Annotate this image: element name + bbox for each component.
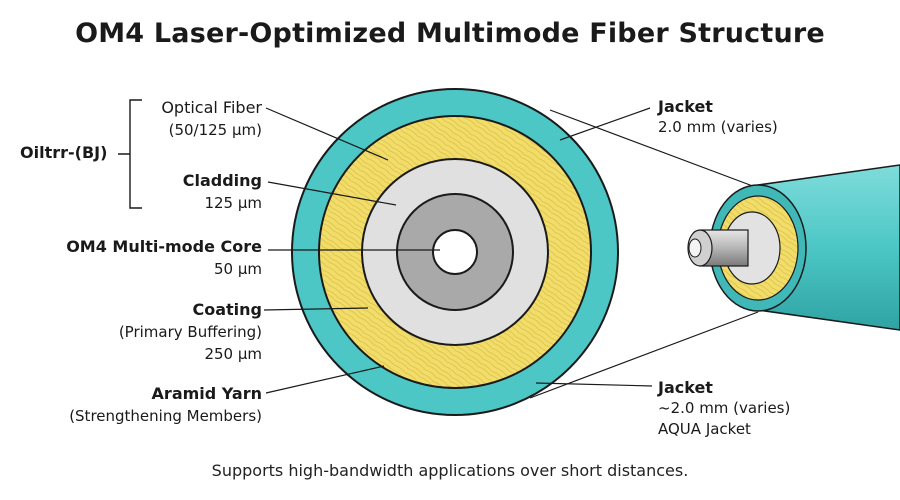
leader-jacket-top [559,107,651,141]
jacket-top-size: 2.0 mm (varies) [658,118,778,136]
aramid-desc: (Strengthening Members) [69,407,262,425]
leader-cladding [267,181,397,206]
label-optical-fiber: Optical Fiber (50/125 µm) [140,97,262,141]
aramid-title: Aramid Yarn [151,384,262,403]
cladding-title: Cladding [182,171,262,190]
group-label: Oiltrr-(BJ) [20,143,108,162]
coating-size: 250 µm [204,345,262,363]
diagram-caption: Supports high-bandwidth applications ove… [211,461,689,480]
label-coating: Coating (Primary Buffering) 250 µm [40,299,262,365]
coating-desc: (Primary Buffering) [118,323,262,341]
label-cladding: Cladding 125 µm [140,170,262,214]
jacket-top-title: Jacket [658,97,713,116]
leader-optical-fiber [265,107,389,161]
cable-illustration [687,164,900,331]
jacket-bottom-title: Jacket [658,378,713,397]
leader-coating [263,307,369,311]
cross-section [291,88,619,416]
projection-line-top [549,109,759,189]
core-size: 50 µm [213,260,262,278]
diagram-title: OM4 Laser-Optimized Multimode Fiber Stru… [75,18,825,49]
core-title: OM4 Multi-mode Core [66,237,262,256]
group-bracket [118,99,142,209]
optical-fiber-title: Optical Fiber [161,98,262,117]
label-aramid: Aramid Yarn (Strengthening Members) [20,383,262,427]
label-jacket-bottom: Jacket ~2.0 mm (varies) AQUA Jacket [658,377,790,440]
coating-title: Coating [192,300,262,319]
optical-fiber-size: (50/125 µm) [168,121,262,139]
jacket-bottom-size: ~2.0 mm (varies) [658,399,791,417]
jacket-bottom-type: AQUA Jacket [658,420,751,438]
cladding-size: 125 µm [204,194,262,212]
label-core: OM4 Multi-mode Core 50 µm [20,236,262,280]
leader-aramid [265,365,385,394]
label-jacket-top: Jacket 2.0 mm (varies) [658,96,778,138]
leader-jacket-bottom [535,382,653,387]
